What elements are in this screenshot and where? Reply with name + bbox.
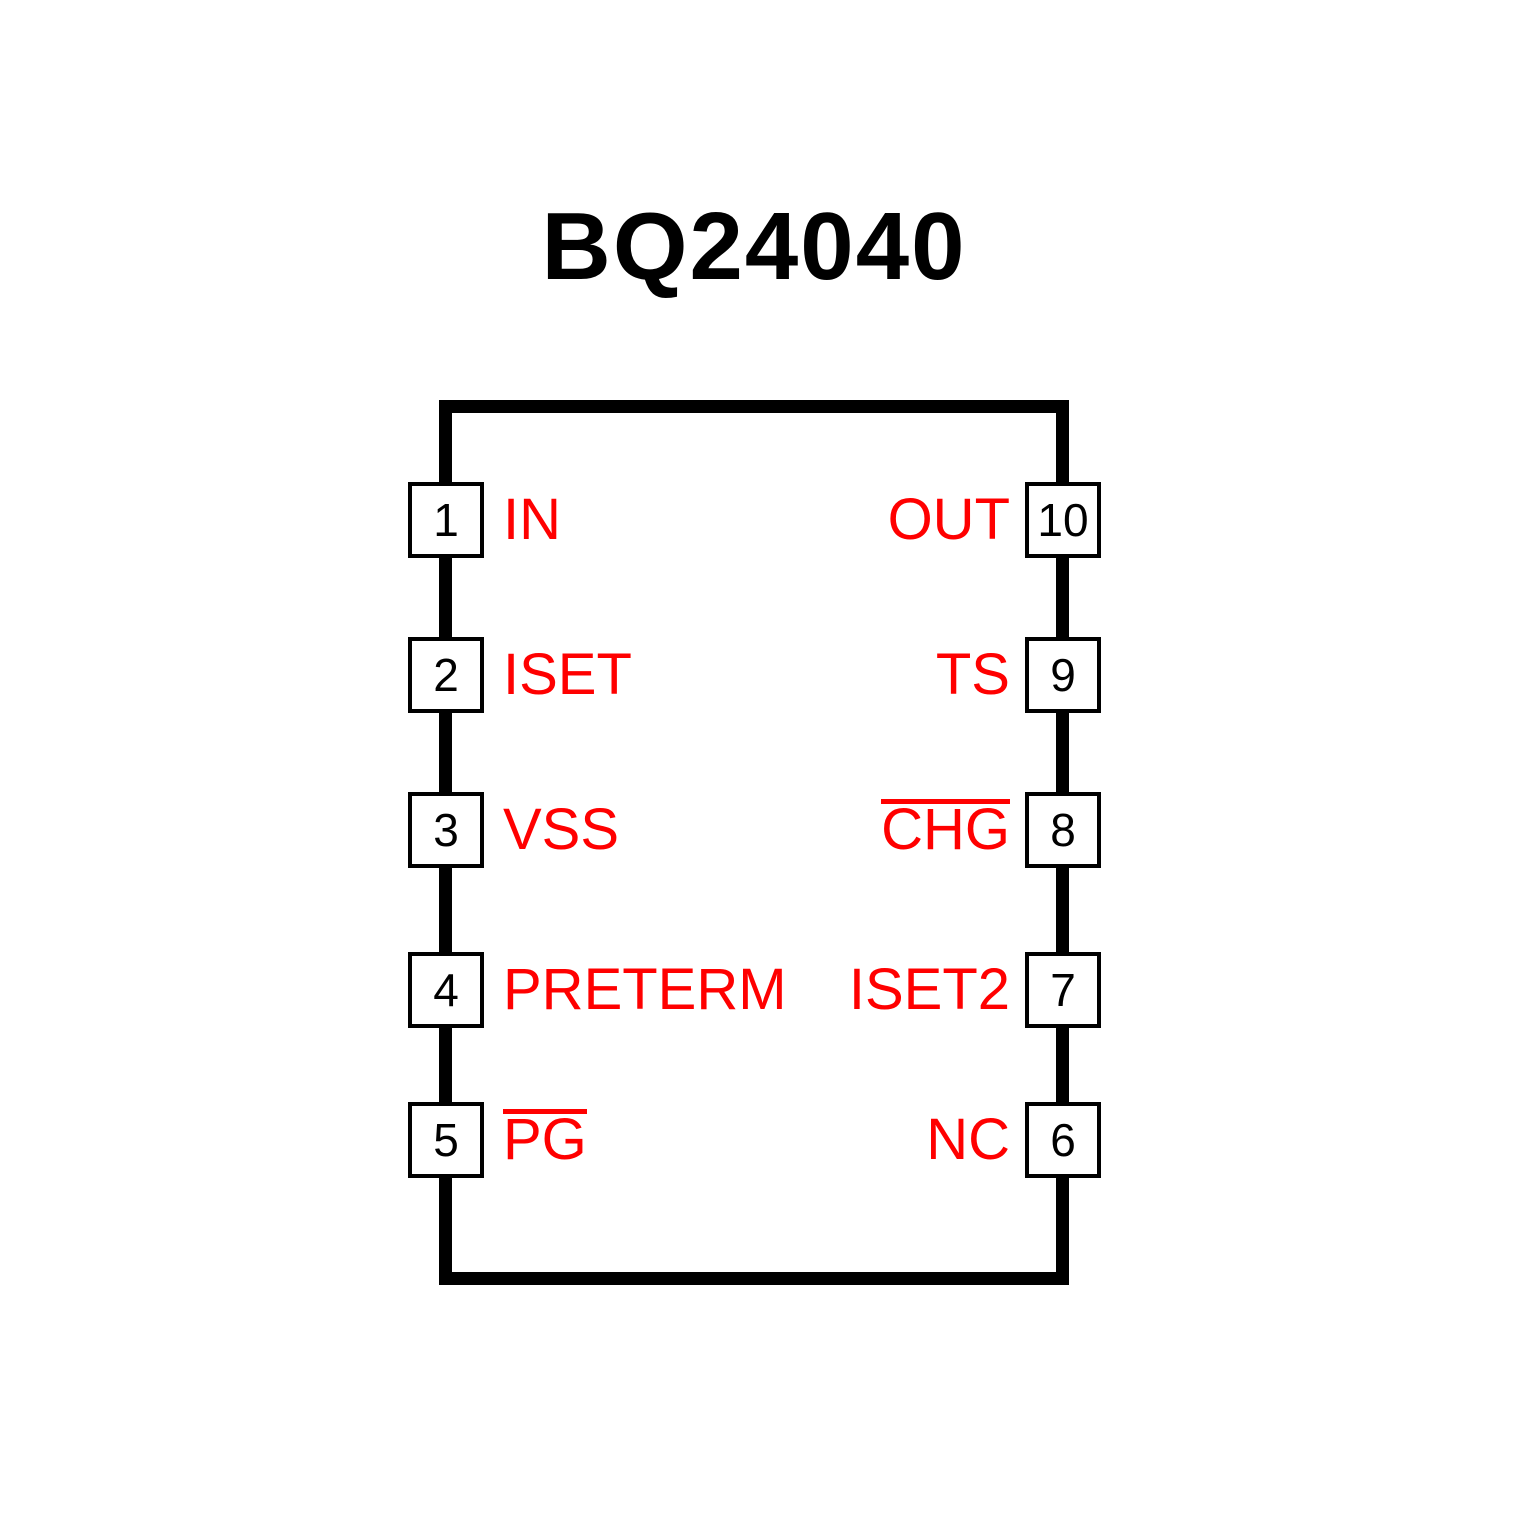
pin-8-number-box: 8 — [1025, 792, 1101, 868]
pin-10-label-text: OUT — [887, 487, 1010, 552]
pin-7-number: 7 — [1050, 964, 1076, 1016]
pin-6-number: 6 — [1050, 1114, 1076, 1166]
pin-1-number-box: 1 — [408, 482, 484, 558]
pin-4-number-box: 4 — [408, 952, 484, 1028]
pin-4-number: 4 — [433, 964, 459, 1016]
pin-10-label: OUT — [888, 482, 1010, 558]
pin-8-number: 8 — [1050, 804, 1076, 856]
pin-2-number: 2 — [433, 649, 459, 701]
pin-6-number-box: 6 — [1025, 1102, 1101, 1178]
pin-2-number-box: 2 — [408, 637, 484, 713]
pin-1-label-text: IN — [503, 487, 561, 552]
pin-9-number-box: 9 — [1025, 637, 1101, 713]
pin-9-label: TS — [936, 637, 1010, 713]
pin-8-label: CHG — [881, 792, 1010, 868]
pin-2-label-text: ISET — [503, 642, 632, 707]
pin-7-label: ISET2 — [849, 952, 1010, 1028]
pin-4-label: PRETERM — [503, 952, 787, 1028]
pin-5-label: PG — [503, 1102, 587, 1178]
pin-9-label-text: TS — [935, 642, 1010, 707]
pin-3-label: VSS — [503, 792, 619, 868]
pin-4-label-text: PRETERM — [503, 957, 787, 1022]
pin-3-label-text: VSS — [503, 797, 620, 862]
pin-7-number-box: 7 — [1025, 952, 1101, 1028]
pin-5-number-box: 5 — [408, 1102, 484, 1178]
pin-10-number-box: 10 — [1025, 482, 1101, 558]
pin-3-number-box: 3 — [408, 792, 484, 868]
pin-1-number: 1 — [433, 494, 459, 546]
pin-9-number: 9 — [1050, 649, 1076, 701]
pin-6-label-text: NC — [926, 1107, 1010, 1172]
pin-10-number: 10 — [1037, 494, 1089, 546]
pin-5-number: 5 — [433, 1114, 459, 1166]
pin-2-label: ISET — [503, 637, 632, 713]
pin-1-label: IN — [503, 482, 561, 558]
chip-title: BQ24040 — [541, 193, 967, 300]
pin-5-label-text: PG — [503, 1107, 587, 1172]
pin-6-label: NC — [926, 1102, 1010, 1178]
pin-8-label-text: CHG — [881, 797, 1010, 862]
pin-7-label-text: ISET2 — [848, 957, 1010, 1022]
pin-3-number: 3 — [433, 804, 459, 856]
